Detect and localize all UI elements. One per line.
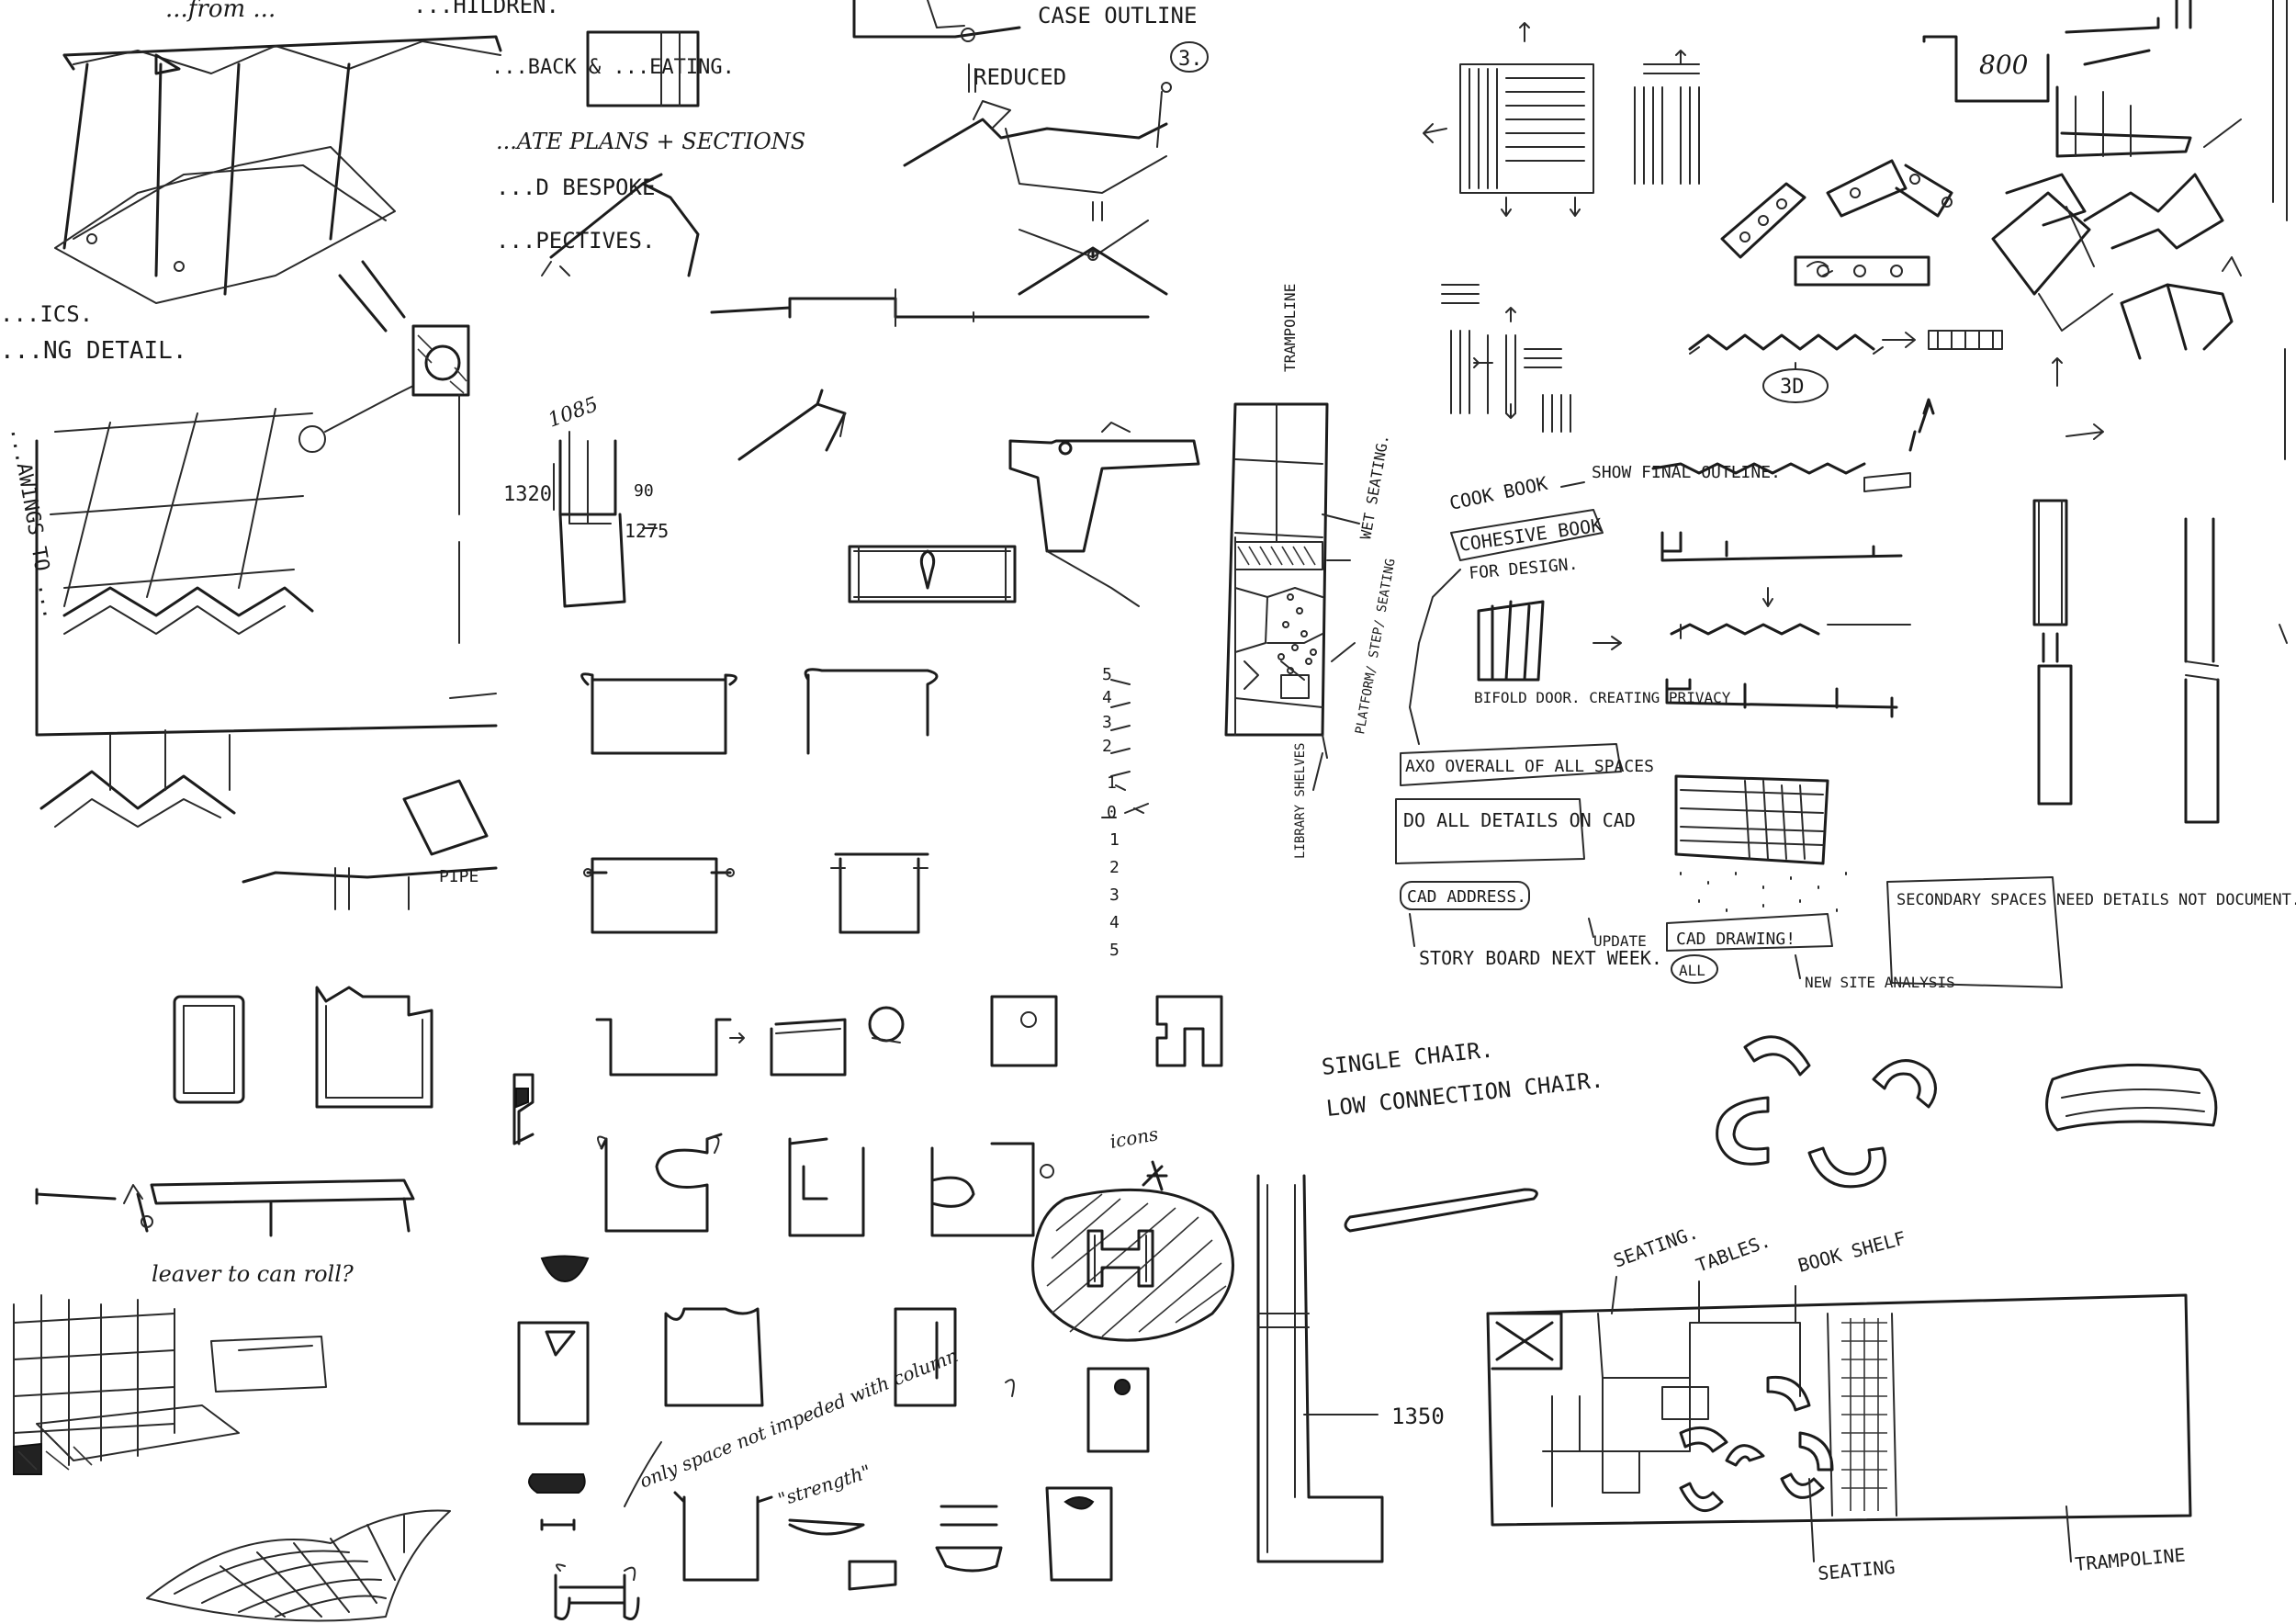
note-num-3: 3. xyxy=(1178,48,1203,71)
scale-mark: 0 xyxy=(1107,803,1117,822)
note-cad-drawing: CAD DRAWING! xyxy=(1676,930,1795,949)
hook-case-sketch xyxy=(848,422,1200,607)
label-seating-bottom: SEATING xyxy=(1817,1556,1896,1585)
scale-mark: 5 xyxy=(1102,665,1112,684)
note-left-side: ...AWINGS TO ... xyxy=(6,425,62,621)
note-3d: 3D xyxy=(1780,376,1805,399)
note-cad-address: CAD ADDRESS. xyxy=(1407,887,1526,907)
scale-mark: 3 xyxy=(1102,713,1112,732)
tall-column-sketches xyxy=(2032,0,2288,824)
note-show-final: SHOW FINAL OUTLINE. xyxy=(1592,463,1781,482)
note-new-site: NEW SITE ANALYSIS xyxy=(1805,974,1955,991)
c-seat-sketches xyxy=(1716,1035,2218,1189)
elevation-sketches xyxy=(1651,462,1911,912)
icon-blob-sketch: icons xyxy=(1031,1122,1234,1342)
scale-mark: 2 xyxy=(1109,858,1120,877)
scale-mark: 4 xyxy=(1102,688,1112,707)
note-single-chair: SINGLE CHAIR. xyxy=(1321,1036,1495,1079)
dim-90: 90 xyxy=(634,481,654,501)
scale-mark: 2 xyxy=(1102,737,1112,756)
note-bespoke: ...D BESPOKE xyxy=(496,175,655,200)
top-mid-notes: ...BACK & ...EATING. ...ATE PLANS + SECT… xyxy=(491,56,805,254)
note-secondary: SECONDARY SPACES NEED DETAILS NOT DOCUME… xyxy=(1896,891,2296,909)
column-section-1350: 1350 xyxy=(1256,1174,1445,1563)
bottom-mid-objects: only space not impeded with column "stre… xyxy=(517,1255,1150,1620)
note-perspectives: ...PECTIVES. xyxy=(496,228,655,254)
label-library: LIBRARY SHELVES xyxy=(1293,743,1308,859)
chair-notes: SINGLE CHAIR. LOW CONNECTION CHAIR. xyxy=(1321,1036,1604,1233)
scale-mark: 1 xyxy=(1109,830,1120,850)
chair-frames xyxy=(173,986,433,1109)
scale-mark: 3 xyxy=(1109,885,1120,905)
note-storyboard: STORY BOARD NEXT WEEK. xyxy=(1419,947,1662,969)
label-wet-seating: WET SEATING. xyxy=(1356,434,1392,541)
label-platform: PLATFORM/ STEP/ SEATING xyxy=(1353,558,1398,736)
scale-mark: 5 xyxy=(1109,941,1120,960)
dim-1275: 1275 xyxy=(625,520,669,542)
scale-mark: 4 xyxy=(1109,913,1120,932)
note-top-a: ...from ... xyxy=(165,0,276,23)
note-all: ALL xyxy=(1679,962,1705,979)
hinged-panels-sketch: 800 xyxy=(1720,0,2242,440)
design-notes-block: COOK BOOK SHOW FINAL OUTLINE. COHESIVE B… xyxy=(1395,463,2296,991)
note-icons: icons xyxy=(1109,1122,1160,1153)
panel-patterns xyxy=(1423,22,1700,433)
shelving-perspective xyxy=(13,1294,327,1475)
note-do-all: DO ALL DETAILS ON CAD xyxy=(1403,809,1636,831)
note-plans-sections: ...ATE PLANS + SECTIONS xyxy=(496,129,805,154)
note-axo: AXO OVERALL OF ALL SPACES xyxy=(1405,757,1654,776)
note-for-design: FOR DESIGN. xyxy=(1469,555,1580,583)
note-left-2: ...NG DETAIL. xyxy=(0,337,187,365)
dim-1320: 1320 xyxy=(503,483,552,506)
bottom-right-plan: SEATING. TABLES. BOOK SHELF SEATING TRAM… xyxy=(1486,1221,2192,1585)
note-case-outline: CASE OUTLINE xyxy=(1038,3,1197,28)
note-left-1: ...ICS. xyxy=(0,301,93,327)
note-only-space: only space not impeded with column xyxy=(636,1344,962,1492)
grid-structure-sketch xyxy=(35,324,498,737)
label-tables: TABLES. xyxy=(1694,1229,1773,1276)
note-800: 800 xyxy=(1979,50,2028,80)
note-lever: leaver to can roll? xyxy=(152,1261,354,1287)
hook-panels xyxy=(580,668,939,934)
scale-marks: 5 4 3 2 1 0 1 2 3 4 5 xyxy=(1101,665,1149,960)
note-reduced: REDUCED xyxy=(974,64,1066,90)
label-trampoline-vertical: TRAMPOLINE xyxy=(1281,284,1299,372)
zigzag-3d-sketch: 3D xyxy=(1688,330,2003,452)
scale-mark: 1 xyxy=(1107,773,1117,793)
label-trampoline-horizontal: TRAMPOLINE xyxy=(2074,1544,2186,1575)
label-bookshelf: BOOK SHELF xyxy=(1795,1226,1908,1276)
zigzag-pipe-sketch: PIPE xyxy=(39,729,498,910)
note-top-b: ...HILDREN. xyxy=(413,0,559,18)
note-strength: "strength" xyxy=(775,1460,873,1511)
top-mid-boxes xyxy=(541,30,700,277)
small-objects-row xyxy=(595,995,1223,1077)
note-cookbook: COOK BOOK xyxy=(1447,472,1549,514)
dim-1350: 1350 xyxy=(1391,1404,1445,1429)
lever-roll-sketch: leaver to can roll? xyxy=(35,1179,415,1287)
note-backrest: ...BACK & ...EATING. xyxy=(491,56,735,79)
dimension-sketch: 1085 1320 90 1275 xyxy=(503,389,847,608)
dim-1085: 1085 xyxy=(546,393,602,433)
canopy-perspective-sketch xyxy=(54,35,502,333)
label-pipe: PIPE xyxy=(439,867,478,886)
mesh-surface-sketch xyxy=(146,1509,451,1622)
note-update: UPDATE xyxy=(1593,932,1647,950)
keyhole-panels-row xyxy=(512,1073,1054,1237)
label-seating-top: SEATING. xyxy=(1611,1221,1702,1271)
case-outline-sketch: CASE OUTLINE 3. REDUCED xyxy=(710,0,1209,327)
floor-plan-strip: TRAMPOLINE WET SEATING. PLATFORM/ STEP/ … xyxy=(1224,284,1399,859)
